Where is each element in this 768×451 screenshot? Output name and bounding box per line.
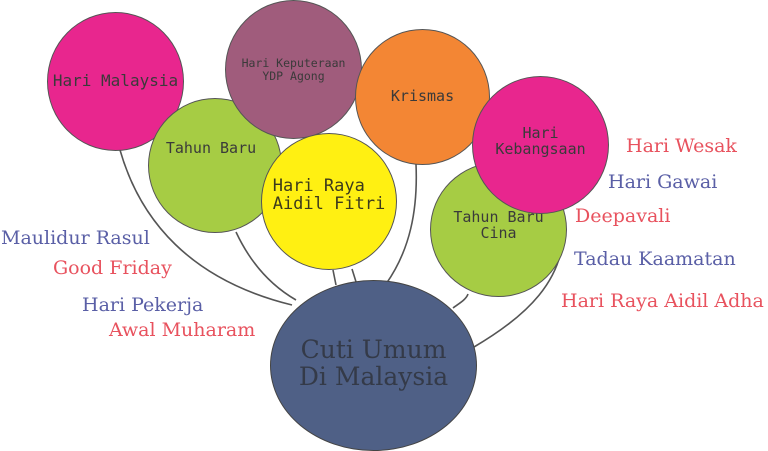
label-hari-wesak: Hari Wesak <box>626 135 737 157</box>
label-maulidur-rasul: Maulidur Rasul <box>1 227 150 249</box>
bubble-hari-raya-aidil-fitri: Hari Raya Aidil Fitri <box>261 133 397 270</box>
connector-krismas <box>385 163 418 285</box>
hub-label: Cuti Umum Di Malaysia <box>298 335 449 391</box>
bubble-label: Krismas <box>390 87 455 106</box>
bubble-label: Hari Kebangsaan <box>495 124 586 158</box>
bubble-krismas: Krismas <box>355 29 490 165</box>
bubble-label: Hari Raya Aidil Fitri <box>272 175 386 214</box>
label-deepavali: Deepavali <box>575 205 671 227</box>
connector-tahun-baru-cina <box>452 293 469 309</box>
label-tadau-kaamatan: Tadau Kaamatan <box>574 248 736 270</box>
label-awal-muharam: Awal Muharam <box>109 319 256 341</box>
label-good-friday: Good Friday <box>53 257 172 279</box>
bubble-label: Hari Keputeraan YDP Agong <box>241 56 346 83</box>
connector-hari-malaysia <box>119 149 293 306</box>
hub-cuti-umum: Cuti Umum Di Malaysia <box>270 280 477 451</box>
bubble-hari-keputeraan: Hari Keputeraan YDP Agong <box>225 0 362 139</box>
bubble-hari-kebangsaan: Hari Kebangsaan <box>472 76 609 214</box>
bubble-label: Tahun Baru <box>165 138 257 157</box>
label-hari-gawai: Hari Gawai <box>608 171 718 193</box>
connector-tahun-baru <box>235 231 297 301</box>
label-hari-raya-aidil-adha: Hari Raya Aidil Adha <box>561 290 764 312</box>
bubble-label: Hari Malaysia <box>52 71 179 91</box>
connector-aidil-fitri-1 <box>332 269 337 286</box>
bubble-label: Tahun Baru Cina <box>453 207 544 242</box>
label-hari-pekerja: Hari Pekerja <box>82 294 204 316</box>
